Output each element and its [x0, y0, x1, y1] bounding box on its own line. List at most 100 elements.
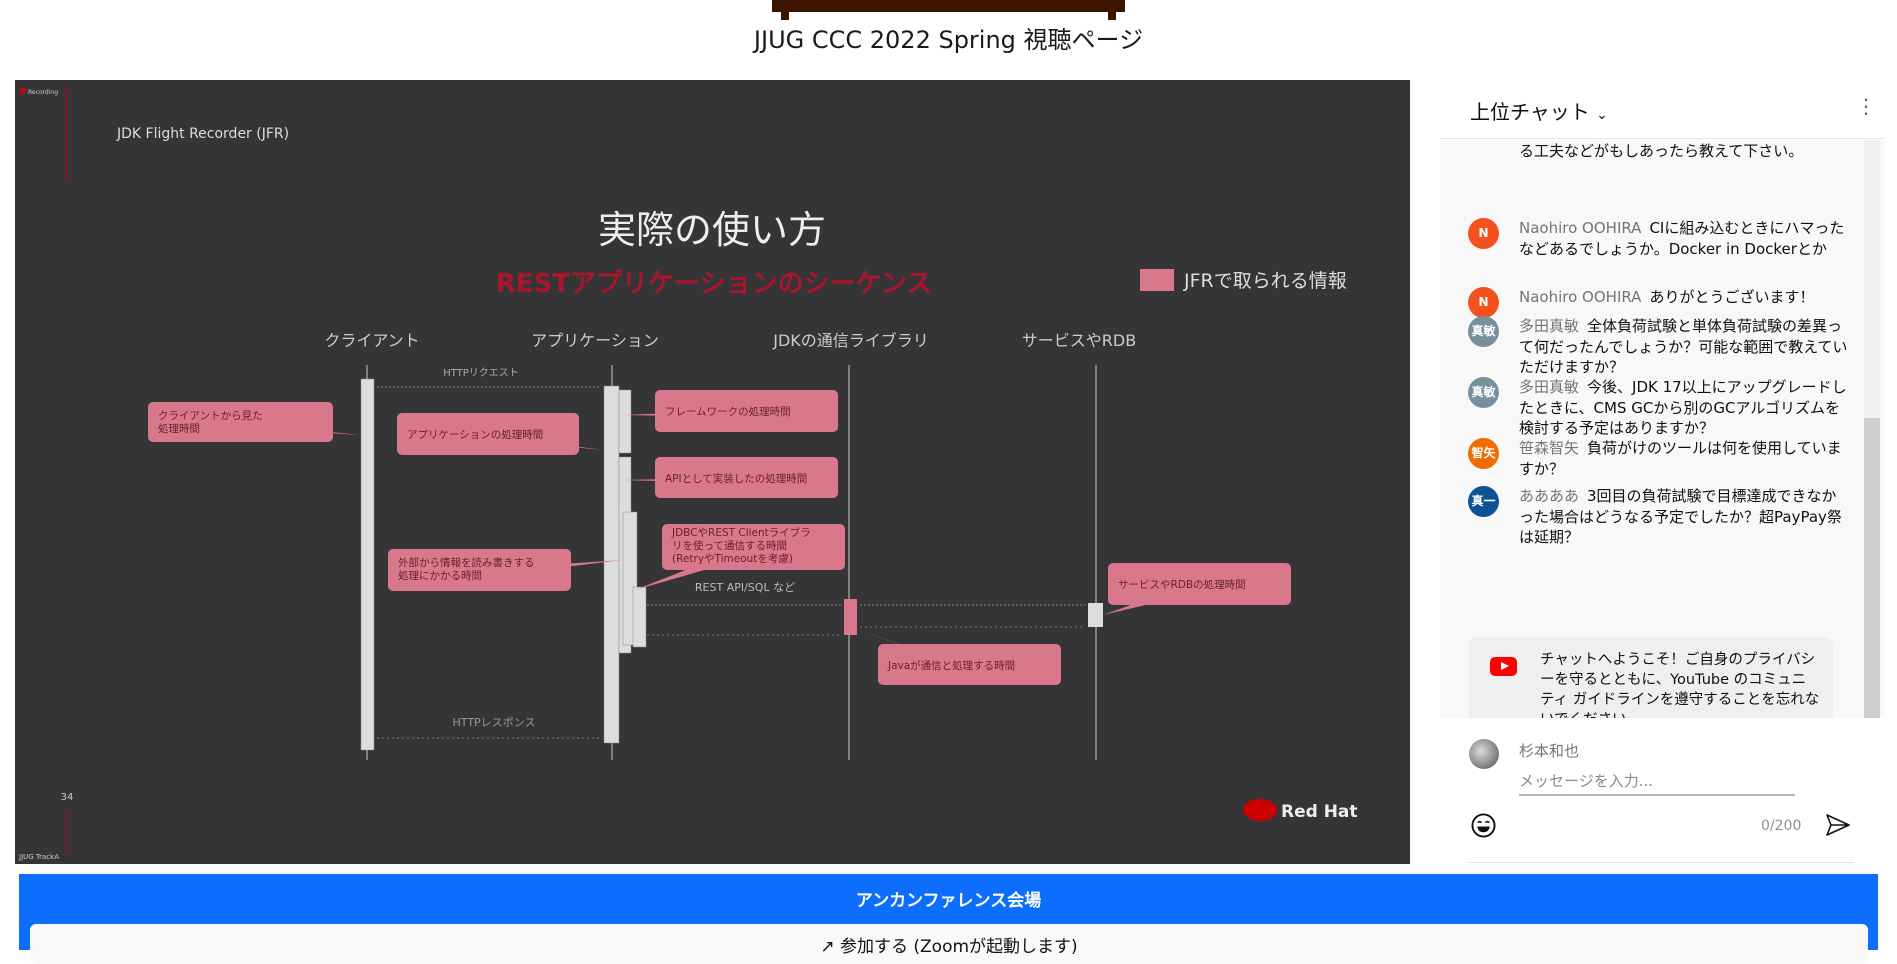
message-text: 3回目の負荷試験で目標達成できなかった場合はどうなる予定でしたか？超PayPay…: [1519, 487, 1842, 546]
chat-mode-label: 上位チャット: [1470, 100, 1590, 124]
emoji-icon[interactable]: [1471, 813, 1496, 838]
brand-bar: [772, 0, 1125, 12]
callout-text: クライアントから見た処理時間: [158, 410, 263, 435]
chat-header: 上位チャット ⌄ ⋮: [1440, 80, 1884, 139]
author-name[interactable]: 多田真敏: [1519, 378, 1580, 396]
chevron-down-icon: ⌄: [1596, 107, 1608, 123]
avatar: 智矢: [1468, 438, 1499, 469]
callout: JDBCやREST Clientライブラリを使って通信する時間(RetryやTi…: [635, 524, 845, 590]
message-text: 負荷がけのツールは何を使用していますか？: [1519, 439, 1842, 478]
unconference-title: アンカンファレンス会場: [855, 891, 1042, 911]
message-label: HTTPレスポンス: [453, 716, 536, 729]
callout: APIとして実装したの処理時間: [621, 457, 838, 498]
page-title: JJUG CCC 2022 Spring 視聴ページ: [753, 26, 1144, 54]
redhat-logo-text: Red Hat: [1281, 802, 1358, 822]
callout-text: Javaが通信と処理する時間: [887, 659, 1015, 672]
callout-box: [397, 413, 579, 455]
recording-label: Recording: [28, 89, 58, 96]
send-icon[interactable]: [1826, 814, 1850, 836]
message-label: HTTPリクエスト: [443, 367, 519, 379]
callout-box: [1108, 563, 1291, 605]
more-vert-icon[interactable]: ⋮: [1856, 94, 1876, 118]
avatar: N: [1468, 218, 1499, 249]
youtube-icon: [1490, 657, 1517, 676]
chat-message: 真敏多田真敏全体負荷試験と単体負荷試験の差異って何だったんでしょうか？可能な範囲…: [1468, 316, 1858, 378]
callout-box: [388, 549, 571, 591]
callout: 外部から情報を読み書きする処理にかかる時間: [388, 549, 623, 591]
callout: アプリケーションの処理時間: [397, 413, 604, 455]
lifeline-label: クライアント: [324, 331, 419, 350]
lifeline-label: JDKの通信ライブラリ: [772, 331, 929, 350]
message-input[interactable]: [1519, 768, 1795, 796]
author-name[interactable]: Naohiro OOHIRA: [1519, 219, 1642, 237]
message-body: 多田真敏今後、JDK 17以上にアップグレードしたときに、CMS GCから別のG…: [1519, 377, 1849, 439]
author-name[interactable]: Naohiro OOHIRA: [1519, 288, 1642, 306]
unconference-section: アンカンファレンス会場 ↗ 参加する (Zoomが起動します): [19, 874, 1878, 964]
chat-message: 真敏多田真敏今後、JDK 17以上にアップグレードしたときに、CMS GCから別…: [1468, 377, 1858, 439]
callout: クライアントから見た処理時間: [148, 402, 361, 442]
message-text: CIに組み込むときにハマったなどあるでしょうか。Docker in Docker…: [1519, 219, 1845, 258]
slide-subtitle: RESTアプリケーションのシーケンス: [496, 269, 932, 299]
divider: [1469, 862, 1854, 863]
user-name: 杉本和也: [1519, 742, 1580, 760]
message-body: Naohiro OOHIRA ありがとうございます！: [1519, 287, 1849, 318]
slide-title: 実際の使い方: [598, 208, 826, 252]
callout: Javaが通信と処理する時間: [857, 630, 1061, 685]
author-name[interactable]: ああああ: [1519, 487, 1580, 505]
message-body: 多田真敏全体負荷試験と単体負荷試験の差異って何だったんでしょうか？可能な範囲で教…: [1519, 316, 1849, 378]
activation-bar: [632, 586, 647, 648]
join-zoom-button[interactable]: ↗ 参加する (Zoomが起動します): [30, 924, 1868, 964]
message-text: 全体負荷試験と単体負荷試験の差異って何だったんでしょうか？可能な範囲で教えていた…: [1519, 317, 1848, 376]
activation-bar: [618, 389, 632, 454]
chat-input-area: 杉本和也 0/200: [1440, 718, 1884, 864]
chat-mode-dropdown[interactable]: 上位チャット ⌄: [1470, 96, 1608, 125]
callout-text: アプリケーションの処理時間: [407, 428, 543, 441]
lifeline-label: サービスやRDB: [1022, 331, 1136, 350]
brand-bar-leg: [781, 10, 789, 20]
partial-message: る工夫などがもしあったら教えて下さい。: [1519, 142, 1804, 160]
activation-bar: [603, 385, 620, 744]
callout: フレームワークの処理時間: [621, 390, 838, 432]
callout-box: [148, 402, 333, 442]
message-label: REST API/SQL など: [695, 581, 795, 594]
live-chat-panel: 上位チャット ⌄ ⋮ る工夫などがもしあったら教えて下さい。 N Naohiro …: [1440, 80, 1884, 864]
avatar: N: [1468, 287, 1499, 318]
callout: サービスやRDBの処理時間: [1103, 563, 1291, 615]
lifeline-label: アプリケーション: [531, 331, 659, 350]
scrollbar-thumb[interactable]: [1864, 418, 1880, 718]
avatar: 真敏: [1468, 377, 1499, 408]
avatar: 真一: [1468, 486, 1499, 517]
author-name[interactable]: 多田真敏: [1519, 317, 1580, 335]
callout-text: APIとして実装したの処理時間: [665, 472, 807, 485]
external-link-icon: ↗: [820, 937, 835, 957]
message-text: ありがとうございます！: [1649, 288, 1815, 306]
welcome-banner: チャットへようこそ！ご自身のプライバシーを守るとともに、YouTube のコミュ…: [1469, 637, 1833, 718]
service-activation-bar: [1088, 603, 1103, 627]
callout-box: [878, 644, 1061, 685]
message-text: 今後、JDK 17以上にアップグレードしたときに、CMS GCから別のGCアルゴ…: [1519, 378, 1847, 437]
brand-bar-leg: [1108, 10, 1116, 20]
welcome-text: チャットへようこそ！ご自身のプライバシーを守るとともに、YouTube のコミュ…: [1540, 652, 1820, 718]
legend-label: JFRで取られる情報: [1183, 270, 1347, 292]
redhat-logo-icon: [1243, 799, 1277, 821]
join-label: 参加する (Zoomが起動します): [839, 937, 1078, 957]
legend-swatch: [1140, 269, 1174, 291]
callout-text: フレームワークの処理時間: [665, 405, 791, 418]
activation-bar: [360, 378, 375, 751]
callout-box: [662, 524, 845, 570]
callout-box: [655, 457, 838, 498]
char-counter: 0/200: [1761, 818, 1802, 834]
jdk-activation-bar: [844, 599, 857, 635]
author-name[interactable]: 笹森智矢: [1519, 439, 1580, 457]
callout-text: 外部から情報を読み書きする処理にかかる時間: [398, 556, 535, 582]
message-body: 笹森智矢負荷がけのツールは何を使用していますか？: [1519, 438, 1849, 479]
callout-box: [655, 390, 838, 432]
page-number: 34: [61, 792, 74, 803]
